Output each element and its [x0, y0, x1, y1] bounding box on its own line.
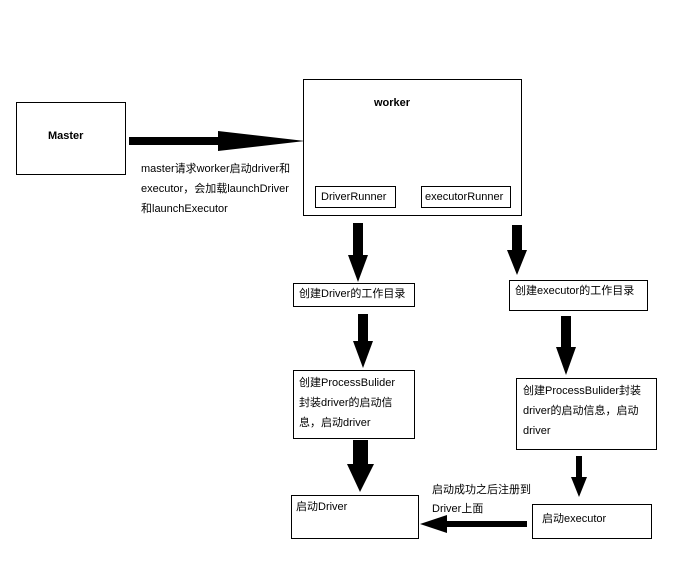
driver-workdir-label: 创建Driver的工作目录 [299, 288, 406, 300]
executor-workdir-box: 创建executor的工作目录 [509, 280, 648, 311]
driver-workdir-box: 创建Driver的工作目录 [293, 283, 415, 307]
driver-process-builder-box: 创建ProcessBulider 封装driver的启动信 息，启动driver [293, 370, 415, 439]
master-label: Master [48, 130, 84, 142]
request-note-line3: 和launchExecutor [141, 203, 228, 215]
worker-box: worker DriverRunner executorRunner [303, 79, 522, 216]
start-executor-label: 启动executor [542, 513, 607, 525]
driver-build-line1: 创建ProcessBulider [299, 377, 395, 389]
arrow-executor-build-to-start [571, 456, 587, 497]
arrow-executor-dir-to-build [556, 316, 576, 375]
register-note-line2: Driver上面 [432, 503, 484, 515]
arrow-driver-dir-to-build [353, 314, 373, 368]
executor-build-line1: 创建ProcessBulider封装 [523, 385, 641, 397]
driver-runner-label: DriverRunner [321, 191, 387, 203]
executor-process-builder-box: 创建ProcessBulider封装 driver的启动信息，启动 driver [516, 378, 657, 450]
arrow-executor-to-driver [420, 515, 527, 533]
executor-build-line3: driver [523, 425, 551, 437]
executor-build-line2: driver的启动信息，启动 [523, 405, 639, 417]
arrow-master-to-worker [129, 131, 305, 151]
start-driver-label: 启动Driver [296, 501, 348, 513]
driver-runner-box: DriverRunner [315, 186, 396, 208]
arrow-driver-build-to-start [347, 440, 374, 492]
worker-label: worker [374, 97, 411, 109]
master-box: Master [16, 102, 126, 175]
executor-runner-label: executorRunner [425, 191, 504, 203]
arrow-worker-to-executor-dir [507, 225, 527, 275]
register-note-line1: 启动成功之后注册到 [432, 484, 531, 496]
start-driver-box: 启动Driver [291, 495, 419, 539]
executor-workdir-label: 创建executor的工作目录 [515, 285, 635, 297]
driver-build-line2: 封装driver的启动信 [299, 397, 393, 409]
start-executor-box: 启动executor [532, 504, 652, 539]
request-note-line2: executor，会加载launchDriver [141, 183, 289, 195]
request-note-line1: master请求worker启动driver和 [141, 163, 291, 175]
executor-runner-box: executorRunner [421, 186, 511, 208]
driver-build-line3: 息，启动driver [299, 417, 371, 429]
arrow-worker-to-driver-dir [348, 223, 368, 282]
